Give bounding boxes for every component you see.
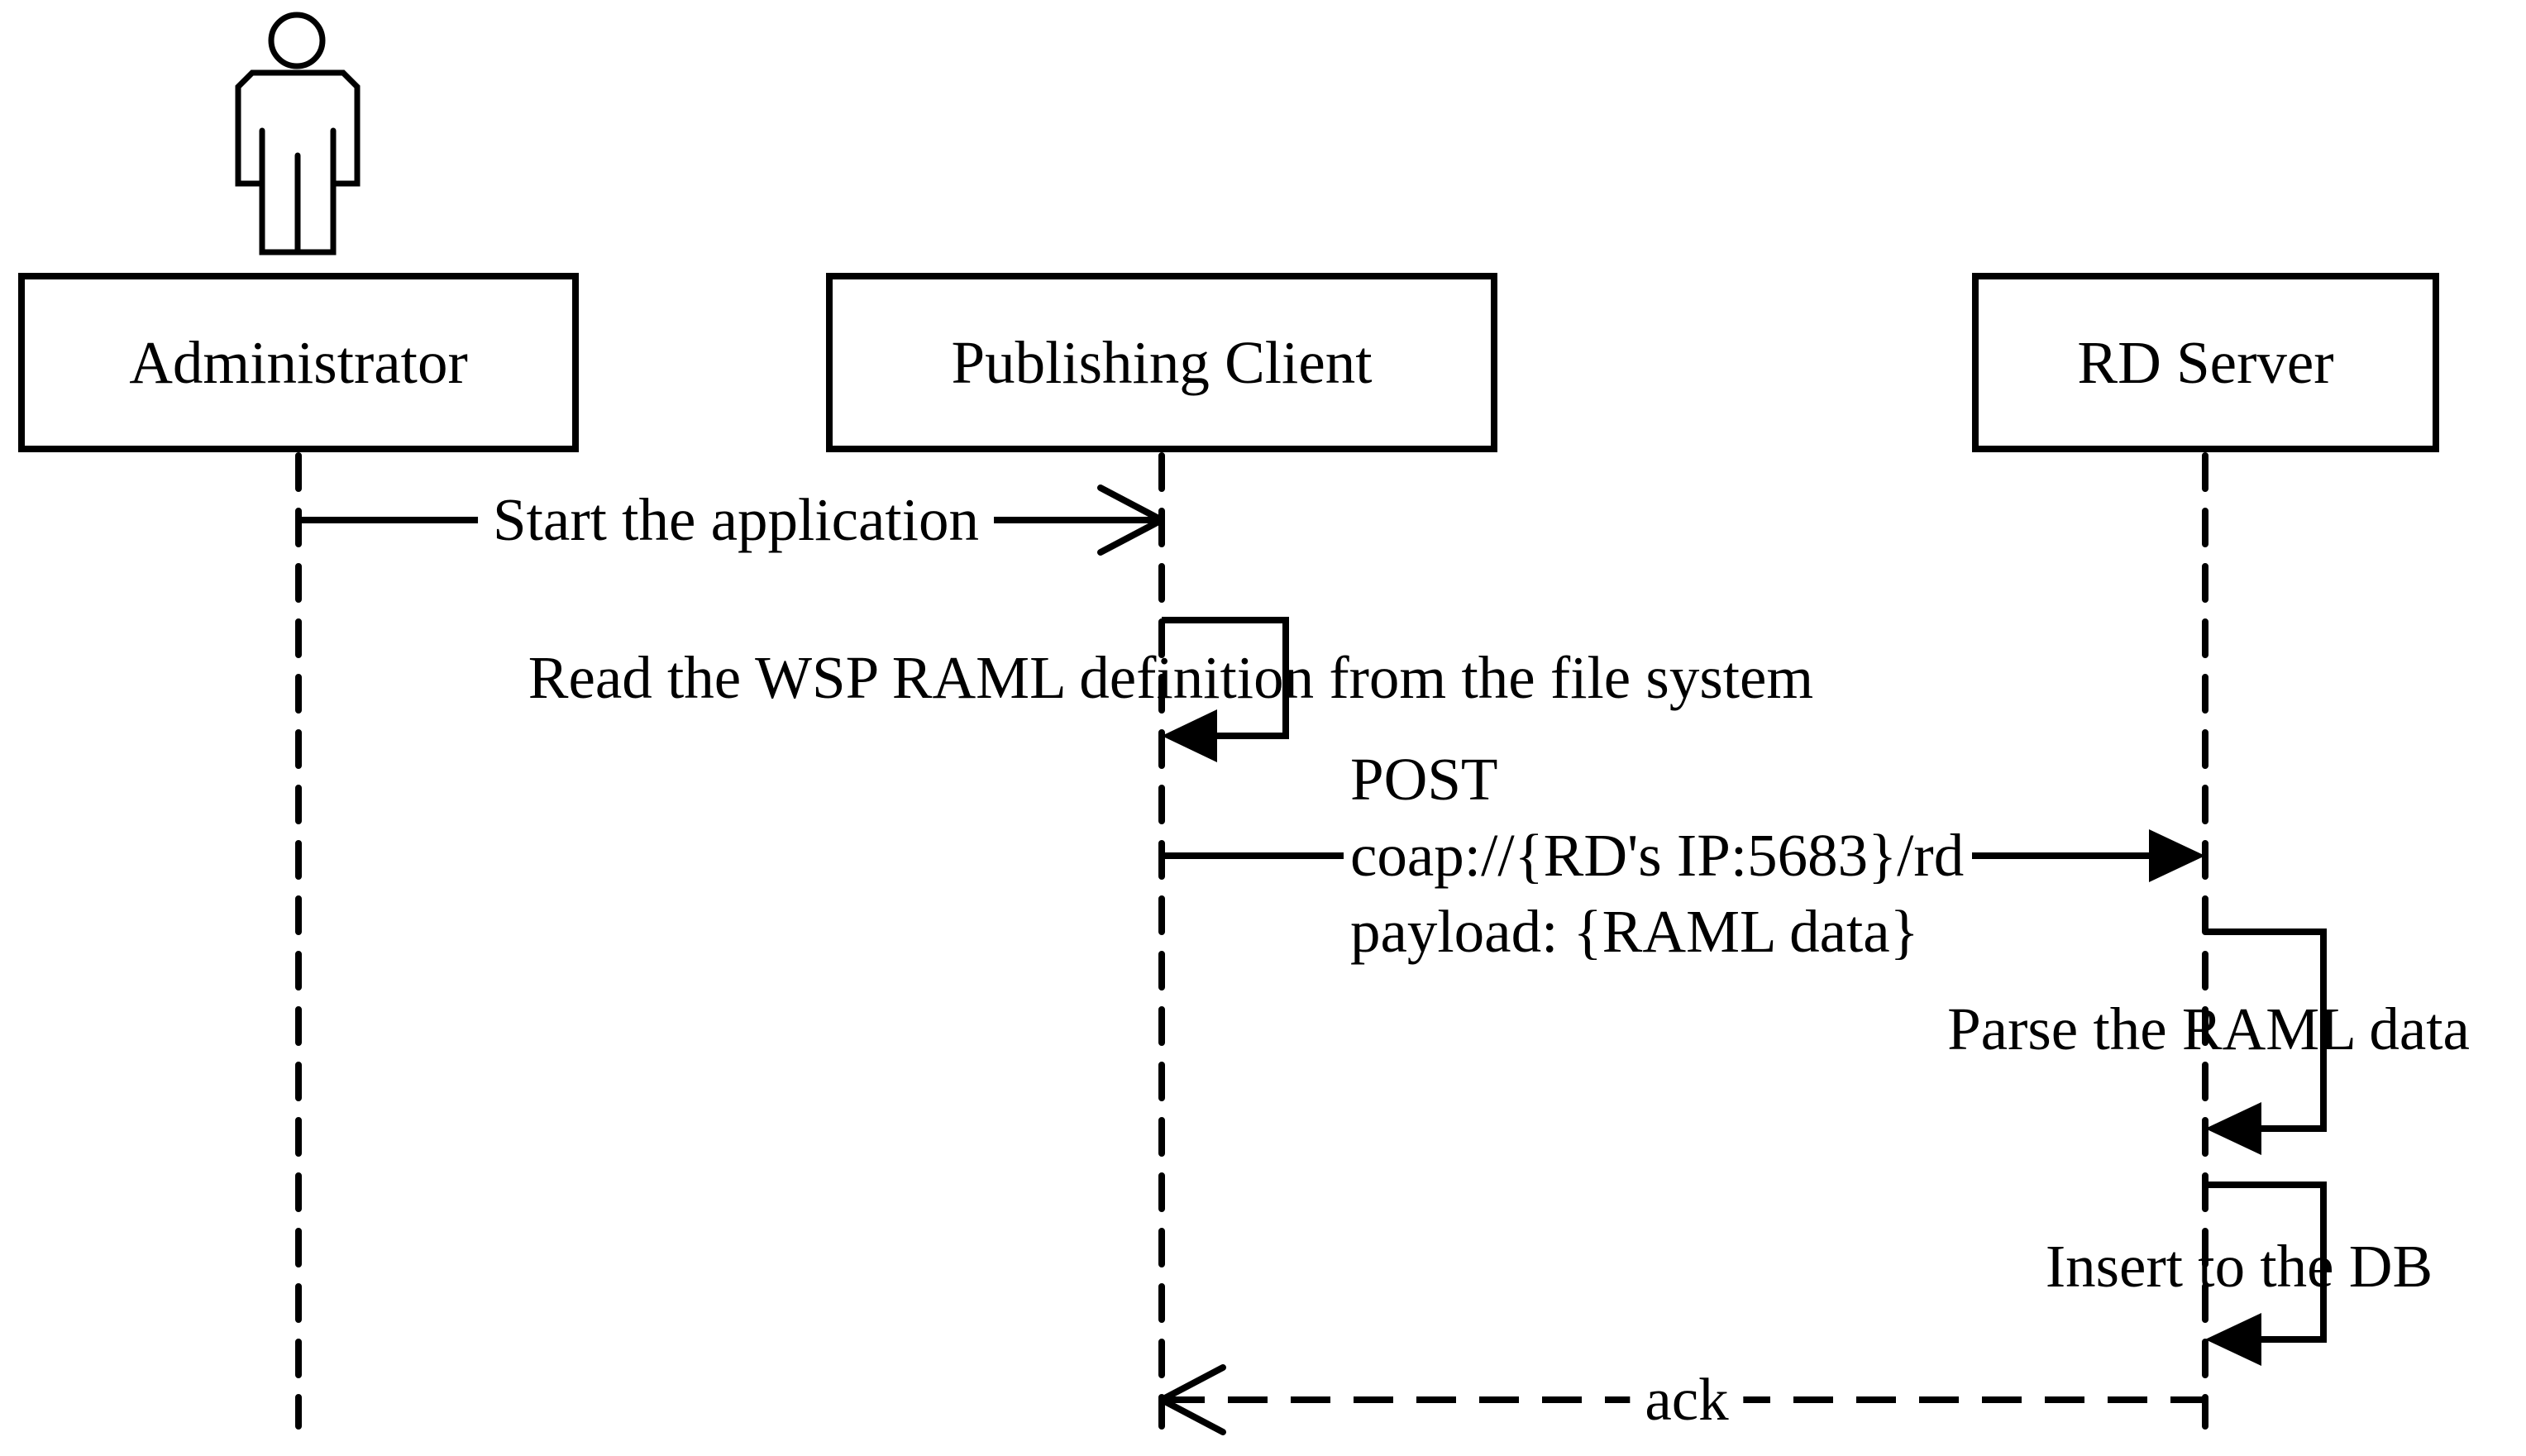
filled-arrowhead-right-icon [2149,829,2205,882]
filled-arrowhead-left-icon [2205,1313,2261,1366]
self-arrow-parse-raml [2205,928,2327,1155]
self-arrow-insert-db [2205,1182,2327,1366]
participant-label-publishing-client: Publishing Client [951,328,1373,396]
label-post-line-3: payload: {RAML data} [1350,898,1919,965]
label-post-line-2: coap://{RD's IP:5683}/rd [1350,822,1965,889]
open-arrowhead-left-icon [1158,1364,1226,1435]
filled-arrowhead-left-icon [2205,1102,2261,1155]
participant-box-rd-server: RD Server [1972,273,2439,452]
participant-label-administrator: Administrator [129,328,468,396]
participant-box-administrator: Administrator [18,273,579,452]
participant-label-rd-server: RD Server [2077,328,2334,396]
label-parse-raml: Parse the RAML data [1947,995,2470,1062]
label-start-application: Start the application [478,486,994,554]
self-arrow-read-raml [1162,617,1289,762]
label-ack: ack [1630,1366,1744,1434]
participant-box-publishing-client: Publishing Client [826,273,1497,452]
label-read-raml: Read the WSP RAML definition from the fi… [528,643,1814,711]
label-insert-db: Insert to the DB [2045,1232,2433,1300]
label-post-coap: POST coap://{RD's IP:5683}/rd payload: {… [1344,742,1973,970]
actor-head [268,12,326,69]
label-post-line-1: POST [1350,746,1498,813]
filled-arrowhead-left-icon [1162,709,1217,762]
person-actor-icon [235,12,361,255]
open-arrowhead-right-icon [1097,485,1165,556]
